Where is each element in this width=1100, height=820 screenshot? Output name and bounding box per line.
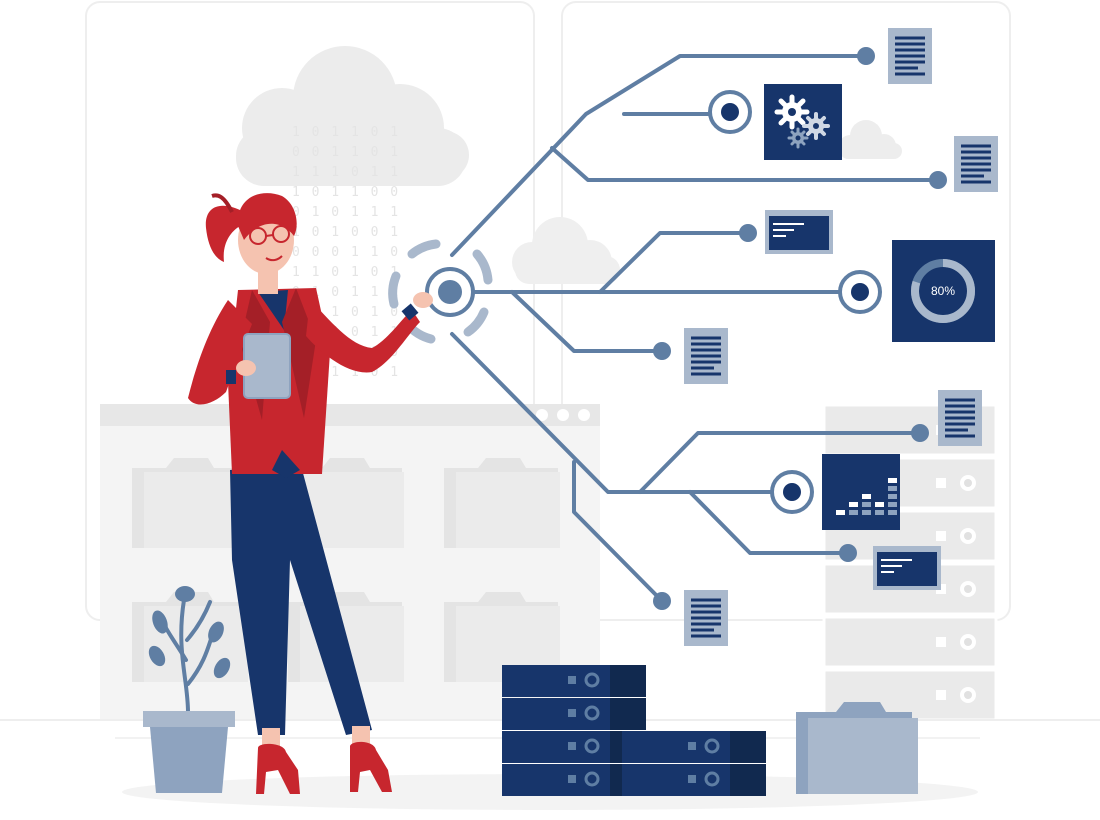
server-stack	[502, 665, 766, 796]
browser-titlebar	[100, 404, 600, 426]
pot-rim	[143, 711, 235, 727]
bar-cell	[888, 510, 897, 515]
ring-node	[838, 270, 882, 314]
document-icon	[888, 28, 932, 84]
node-dot	[653, 592, 671, 610]
hand	[413, 292, 433, 308]
document-icon	[684, 328, 728, 384]
binary-row: 0 1 0 1 1 1	[292, 285, 400, 300]
bar-cell	[862, 510, 871, 515]
folder-icon	[796, 702, 918, 794]
central-hub-node	[388, 239, 493, 344]
hair	[237, 193, 297, 240]
server-unit	[502, 665, 646, 697]
shoe	[256, 743, 300, 794]
pot-body	[150, 727, 228, 793]
server-unit	[622, 731, 766, 763]
code-window-icon	[873, 546, 941, 590]
binary-row: 0 0 1 1 0 1	[292, 145, 400, 160]
binary-row: 0 1 0 1 1 1	[292, 205, 400, 220]
ponytail	[205, 205, 240, 262]
server-unit	[622, 764, 766, 796]
gauge-background	[892, 240, 995, 342]
settings-gears-icon	[764, 84, 842, 160]
bar-cell	[875, 502, 884, 507]
ring-node	[770, 470, 814, 514]
gauge-progress-arc	[911, 259, 975, 323]
bar-cell	[862, 502, 871, 507]
window-dot-icon	[536, 409, 548, 421]
node-dot	[857, 47, 875, 65]
bar-cell	[888, 494, 897, 499]
bar-chart-panel	[822, 454, 900, 530]
binary-row: 0 0 0 1 1 0	[292, 245, 400, 260]
tree-end-nodes	[653, 47, 947, 610]
binary-row: 1 1 1 0 1 1	[292, 165, 400, 180]
tiny-cloud-icon	[839, 120, 902, 159]
bar-cell	[888, 478, 897, 483]
node-dot	[911, 424, 929, 442]
shoe	[350, 741, 392, 792]
document-icon	[684, 590, 728, 646]
woman-character	[188, 193, 433, 794]
left-arm	[188, 300, 252, 405]
bar-cell	[888, 502, 897, 507]
potted-plant	[143, 586, 235, 793]
bar-cell	[888, 486, 897, 491]
bar-cell	[849, 510, 858, 515]
bar-cell	[862, 494, 871, 499]
binary-row: 1 0 1 1 0 1	[292, 125, 400, 140]
raised-arm	[306, 300, 420, 373]
bar-chart-cells	[836, 478, 897, 515]
binary-row: 1 1 0 1 0 1	[292, 265, 400, 280]
bar-chart-background	[822, 454, 900, 530]
folder-icon	[132, 458, 248, 548]
node-dot	[929, 171, 947, 189]
window-dot-icon	[578, 409, 590, 421]
large-cloud-icon	[236, 46, 469, 186]
shirt	[258, 290, 288, 330]
gauge-percentage-label: 80%	[931, 284, 955, 298]
bar-cell	[836, 510, 845, 515]
binary-row: 1 0 1 0 0 1	[292, 225, 400, 240]
binary-row: 1 0 1 1 0 0	[292, 185, 400, 200]
trousers	[230, 462, 372, 735]
cloud-group	[236, 46, 902, 284]
ring-node	[708, 90, 752, 134]
bar-cell	[849, 502, 858, 507]
node-dot	[653, 342, 671, 360]
node-dot	[839, 544, 857, 562]
code-window-icon	[765, 210, 833, 254]
folder-icon	[444, 458, 560, 548]
server-unit	[502, 698, 646, 730]
small-cloud-icon	[512, 217, 620, 284]
progress-gauge-panel: 80%	[892, 240, 995, 342]
bar-cell	[875, 510, 884, 515]
document-icon	[954, 136, 998, 192]
window-dot-icon	[557, 409, 569, 421]
document-icon	[938, 390, 982, 446]
node-dot	[739, 224, 757, 242]
